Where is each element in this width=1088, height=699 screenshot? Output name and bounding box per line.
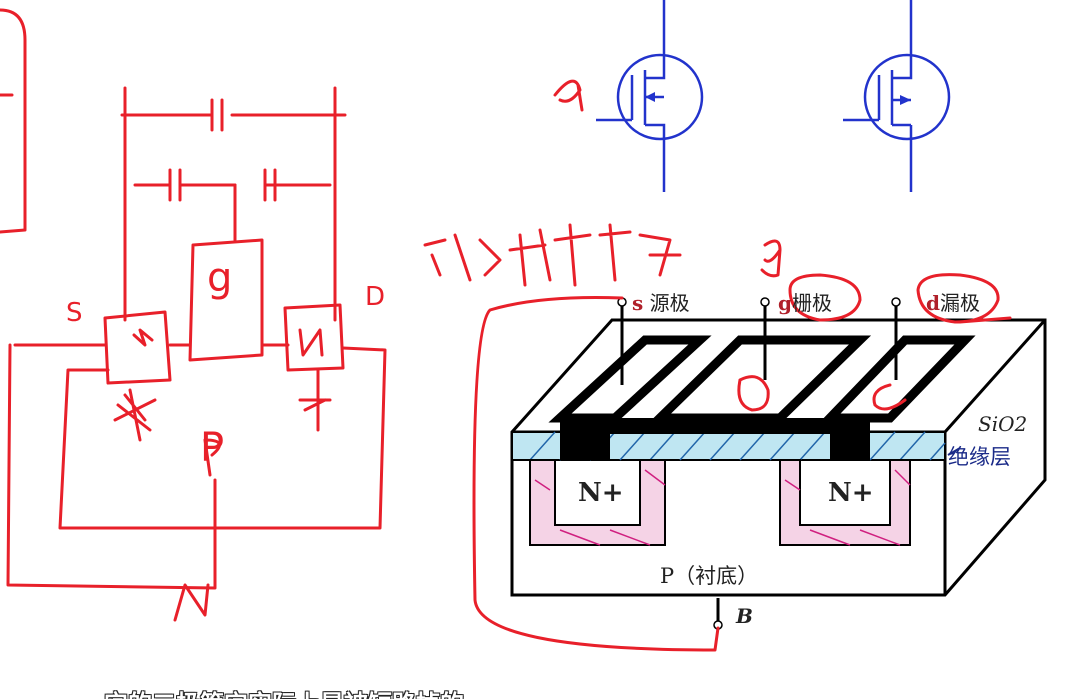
mosfet-symbol-1 [596,0,704,192]
drain-text: 漏极 [939,291,980,315]
insulator-label: 绝缘层 [948,445,1011,469]
substrate-label: P（衬底） [660,564,759,588]
mosfet-symbol-2 [843,0,951,192]
drain-label: d漏极 [926,287,980,316]
mosfet-cross-section [510,297,1047,630]
subtitle-caption: 它的二极管它实际上是被短路掉的 [104,684,464,699]
handwritten-d: D [365,282,386,312]
handwritten-p: P [200,425,225,471]
handwritten-g: g [207,255,233,301]
n-plus-left: N+ [578,478,624,508]
source-letter: s [632,291,644,315]
n-plus-right: N+ [828,478,874,508]
body-label: B [736,604,753,628]
gate-text: 栅极 [791,291,832,315]
drain-letter: d [926,291,940,315]
handwritten-s: S [66,298,83,328]
hand-drawn-circuit [0,8,387,622]
gate-letter: g [778,291,792,315]
red-annotations [423,79,1012,652]
oxide-label: SiO2 [978,412,1028,436]
source-label: s 源极 [632,287,690,316]
source-text: 源极 [649,291,690,315]
gate-label: g栅极 [778,287,832,316]
